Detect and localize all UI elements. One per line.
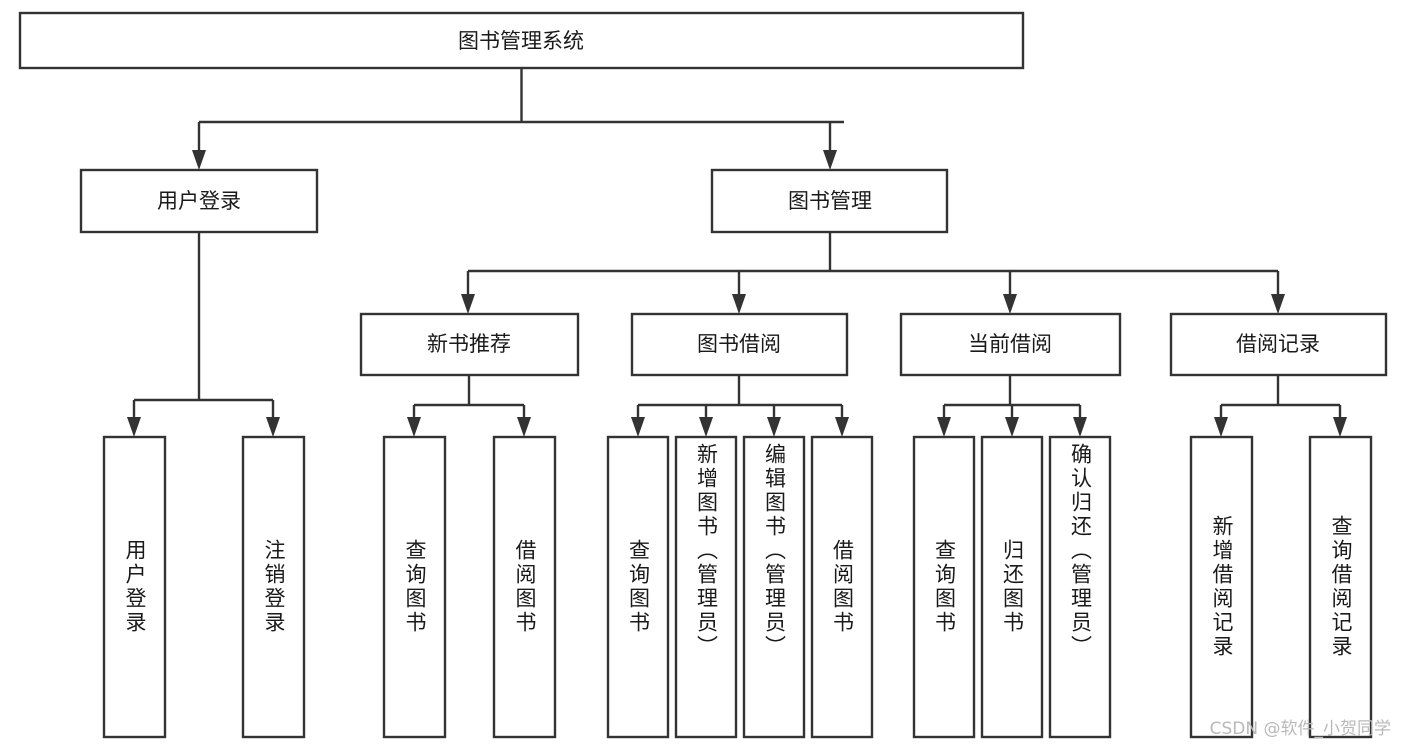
connector-group [127, 68, 1347, 437]
node-book-management-label: 图书管理 [788, 189, 872, 213]
leaf-label-bb-edit-book: 编辑图书（管理员） [744, 437, 804, 737]
node-leaf-bb-add-book-box[interactable] [674, 435, 738, 739]
watermark-text: CSDN @软件_小贺同学 [1209, 719, 1391, 739]
leaf-text-bb-edit-book: 编辑图书（管理员） [762, 443, 787, 659]
node-book-borrow-box[interactable] [630, 312, 849, 377]
node-current-borrow-box[interactable] [899, 312, 1122, 377]
leaf-text-user-login: 用户登录 [123, 539, 147, 635]
node-root-label: 图书管理系统 [458, 29, 584, 53]
arrow-head-nb-leaf1 [407, 417, 421, 437]
node-new-book-label: 新书推荐 [427, 332, 511, 356]
arrow-head-cb-leaf2 [1005, 417, 1019, 437]
arrow-head-borrow-record [1271, 294, 1285, 314]
leaf-text-bb-borrow-book: 借阅图书 [830, 539, 855, 635]
arrow-head-bb-leaf2 [699, 417, 713, 437]
leaf-label-user-login: 用户登录 [104, 437, 165, 737]
leaf-text-cb-confirm-return: 确认归还（管理员） [1068, 443, 1093, 659]
arrow-head-user-login [192, 150, 206, 170]
arrow-head-current-borrow [1003, 294, 1017, 314]
leaf-label-cb-query-book: 查询图书 [914, 437, 974, 737]
node-new-book-box[interactable] [359, 312, 580, 377]
leaf-text-nb-query-book: 查询图书 [403, 539, 427, 635]
leaf-text-br-query-record: 查询借阅记录 [1329, 515, 1353, 659]
arrow-head-br-leaf2 [1333, 417, 1347, 437]
arrow-head-br-leaf1 [1214, 417, 1228, 437]
node-user-login-box[interactable] [79, 168, 319, 234]
arrow-head-bb-leaf3 [767, 417, 781, 437]
leaf-text-cb-return-book: 归还图书 [1000, 539, 1025, 635]
leaf-label-nb-query-book: 查询图书 [384, 437, 445, 737]
arrow-head-cb-leaf3 [1073, 417, 1087, 437]
arrow-head-book-borrow [732, 294, 746, 314]
node-leaf-cb-return-book-box[interactable] [980, 435, 1044, 739]
node-leaf-br-add-record-box[interactable] [1189, 435, 1254, 739]
node-user-login-label: 用户登录 [157, 189, 241, 213]
arrow-head-bb-leaf4 [835, 417, 849, 437]
node-leaf-nb-query-book-box[interactable] [382, 435, 447, 739]
arrow-head-bb-leaf1 [631, 417, 645, 437]
arrow-head-book-mgmt [823, 150, 837, 170]
leaf-label-br-add-record: 新增借阅记录 [1191, 437, 1252, 737]
node-group: 图书管理系统 用户登录 图书管理 新书推荐 图书借阅 当前借阅 借阅记录 [18, 11, 1388, 739]
node-leaf-bb-query-book-box[interactable] [606, 435, 670, 739]
leaf-text-cb-query-book: 查询图书 [932, 539, 957, 635]
leaf-text-logout: 注销登录 [262, 539, 286, 635]
leaf-label-logout: 注销登录 [243, 437, 304, 737]
node-leaf-cb-confirm-return-box[interactable] [1048, 435, 1112, 739]
arrow-head-cb-leaf1 [937, 417, 951, 437]
node-book-borrow-label: 图书借阅 [697, 332, 781, 356]
leaf-label-br-query-record: 查询借阅记录 [1310, 437, 1371, 737]
leaf-text-bb-query-book: 查询图书 [626, 539, 651, 635]
node-leaf-bb-borrow-book-box[interactable] [810, 435, 874, 739]
leaf-label-bb-query-book: 查询图书 [608, 437, 668, 737]
leaf-text-bb-add-book: 新增图书（管理员） [694, 443, 719, 659]
node-leaf-br-query-record-box[interactable] [1308, 435, 1373, 739]
leaf-label-bb-add-book: 新增图书（管理员） [676, 437, 736, 737]
node-current-borrow-label: 当前借阅 [968, 332, 1052, 356]
node-borrow-record-box[interactable] [1169, 312, 1388, 377]
arrow-head-nb-leaf2 [517, 417, 531, 437]
leaf-text-br-add-record: 新增借阅记录 [1210, 515, 1234, 659]
node-leaf-logout-box[interactable] [241, 435, 306, 739]
node-book-management-box[interactable] [710, 168, 949, 234]
node-leaf-nb-borrow-book-box[interactable] [492, 435, 557, 739]
node-borrow-record-label: 借阅记录 [1236, 332, 1320, 356]
arrow-head-leaf-logout [266, 417, 280, 437]
node-leaf-user-login-box[interactable] [102, 435, 167, 739]
node-leaf-bb-edit-book-box[interactable] [742, 435, 806, 739]
arrow-head-new-book [461, 294, 475, 314]
leaf-label-cb-return-book: 归还图书 [982, 437, 1042, 737]
node-leaf-cb-query-book-box[interactable] [912, 435, 976, 739]
leaf-text-nb-borrow-book: 借阅图书 [513, 539, 537, 635]
node-root-box[interactable] [18, 11, 1025, 70]
leaf-label-bb-borrow-book: 借阅图书 [812, 437, 872, 737]
leaf-label-nb-borrow-book: 借阅图书 [494, 437, 555, 737]
leaf-label-cb-confirm-return: 确认归还（管理员） [1050, 437, 1110, 737]
arrow-head-leaf-user-login [127, 417, 141, 437]
